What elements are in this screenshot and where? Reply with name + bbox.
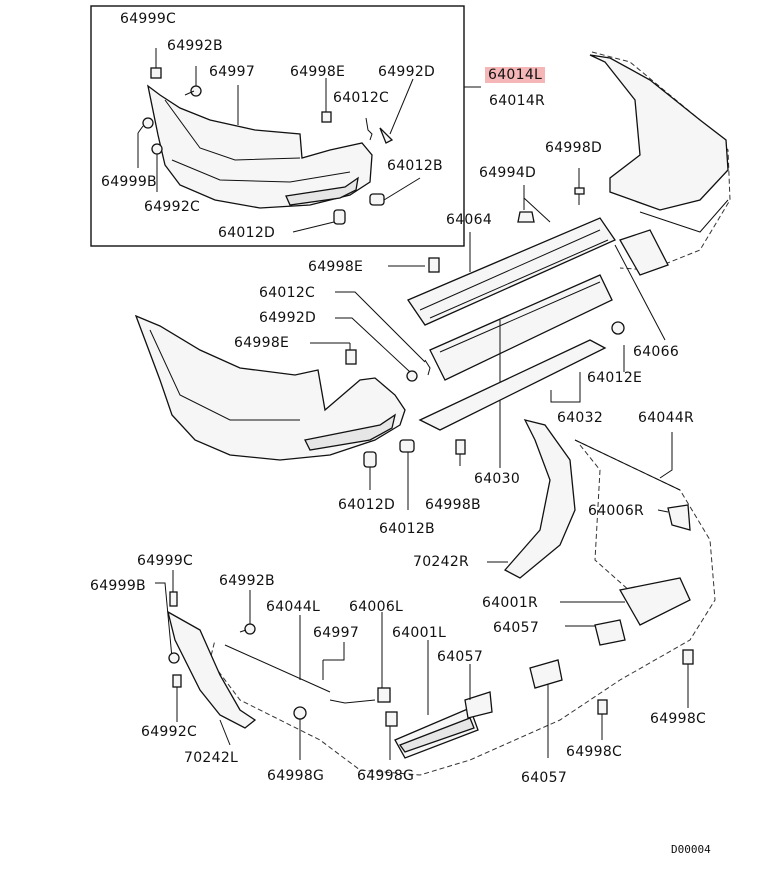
label-64030[interactable]: 64030 [474, 471, 521, 487]
bracket-64064 [407, 217, 616, 326]
mid-bumper-cover [134, 314, 406, 461]
label-64001L[interactable]: 64001L [392, 625, 447, 641]
label-64992D-mid[interactable]: 64992D [259, 310, 317, 326]
label-64057-bottom[interactable]: 64057 [521, 770, 568, 786]
mid-fasteners [310, 257, 466, 510]
lower-bumper-cover [209, 439, 716, 776]
label-64999C-lower[interactable]: 64999C [137, 553, 194, 569]
label-64044L[interactable]: 64044L [266, 599, 321, 615]
label-64992B-lower[interactable]: 64992B [219, 573, 275, 589]
label-64992C-inset[interactable]: 64992C [144, 199, 201, 215]
label-64012D-inset[interactable]: 64012D [218, 225, 276, 241]
label-64012B-mid[interactable]: 64012B [379, 521, 435, 537]
bracket-64032 [418, 339, 607, 431]
label-64998E-mid1[interactable]: 64998E [308, 259, 364, 275]
leader-64066 [614, 244, 666, 341]
label-70242L[interactable]: 70242L [184, 750, 239, 766]
label-64992C-lower[interactable]: 64992C [141, 724, 198, 740]
clip-64012E [611, 321, 625, 372]
label-64998C-mid[interactable]: 64998C [566, 744, 623, 760]
reinforcement-64030 [429, 274, 613, 468]
label-64999C-inset[interactable]: 64999C [120, 11, 177, 27]
label-64999B-inset[interactable]: 64999B [101, 174, 157, 190]
label-64014R[interactable]: 64014R [489, 93, 546, 109]
label-64998E-mid2[interactable]: 64998E [234, 335, 290, 351]
label-64999B-lower[interactable]: 64999B [90, 578, 146, 594]
inset-bumper-cover [147, 84, 373, 209]
label-64992B-inset[interactable]: 64992B [167, 38, 223, 54]
label-64998C-right[interactable]: 64998C [650, 711, 707, 727]
label-64001R[interactable]: 64001R [482, 595, 539, 611]
upper-right-bumper-view [589, 51, 731, 276]
label-64012B-inset[interactable]: 64012B [387, 158, 443, 174]
diagram-code: D00004 [671, 843, 711, 856]
label-64998G-left[interactable]: 64998G [267, 768, 325, 784]
label-64057-right[interactable]: 64057 [493, 620, 540, 636]
label-64014L[interactable]: 64014L [485, 67, 546, 83]
label-64012C-inset[interactable]: 64012C [333, 90, 390, 106]
label-64998G-right[interactable]: 64998G [357, 768, 415, 784]
label-64998D[interactable]: 64998D [545, 140, 603, 156]
label-64006L[interactable]: 64006L [349, 599, 404, 615]
label-64012D-mid[interactable]: 64012D [338, 497, 396, 513]
label-64992D-inset[interactable]: 64992D [378, 64, 436, 80]
clip-64994D [517, 185, 551, 223]
bolt-64998D [574, 168, 585, 205]
label-64997-inset[interactable]: 64997 [209, 64, 256, 80]
label-64066[interactable]: 64066 [633, 344, 680, 360]
label-64064[interactable]: 64064 [446, 212, 493, 228]
label-70242R[interactable]: 70242R [413, 554, 470, 570]
shield-70242L [167, 610, 257, 746]
label-64998B[interactable]: 64998B [425, 497, 481, 513]
shield-70242R [487, 419, 576, 579]
label-64012E[interactable]: 64012E [587, 370, 643, 386]
label-64994D[interactable]: 64994D [479, 165, 537, 181]
label-64057-mid[interactable]: 64057 [437, 649, 484, 665]
highlight-64014L: 64014L [485, 67, 546, 83]
label-64044R[interactable]: 64044R [638, 410, 695, 426]
label-64032[interactable]: 64032 [557, 410, 604, 426]
inset-box [90, 5, 465, 247]
rail-64044R [574, 432, 691, 531]
label-64012C-mid[interactable]: 64012C [259, 285, 316, 301]
label-64006R[interactable]: 64006R [588, 503, 645, 519]
lower-left-fasteners [155, 570, 694, 760]
label-64998E-inset[interactable]: 64998E [290, 64, 346, 80]
inset-fasteners [137, 48, 421, 233]
label-64997-lower[interactable]: 64997 [313, 625, 360, 641]
